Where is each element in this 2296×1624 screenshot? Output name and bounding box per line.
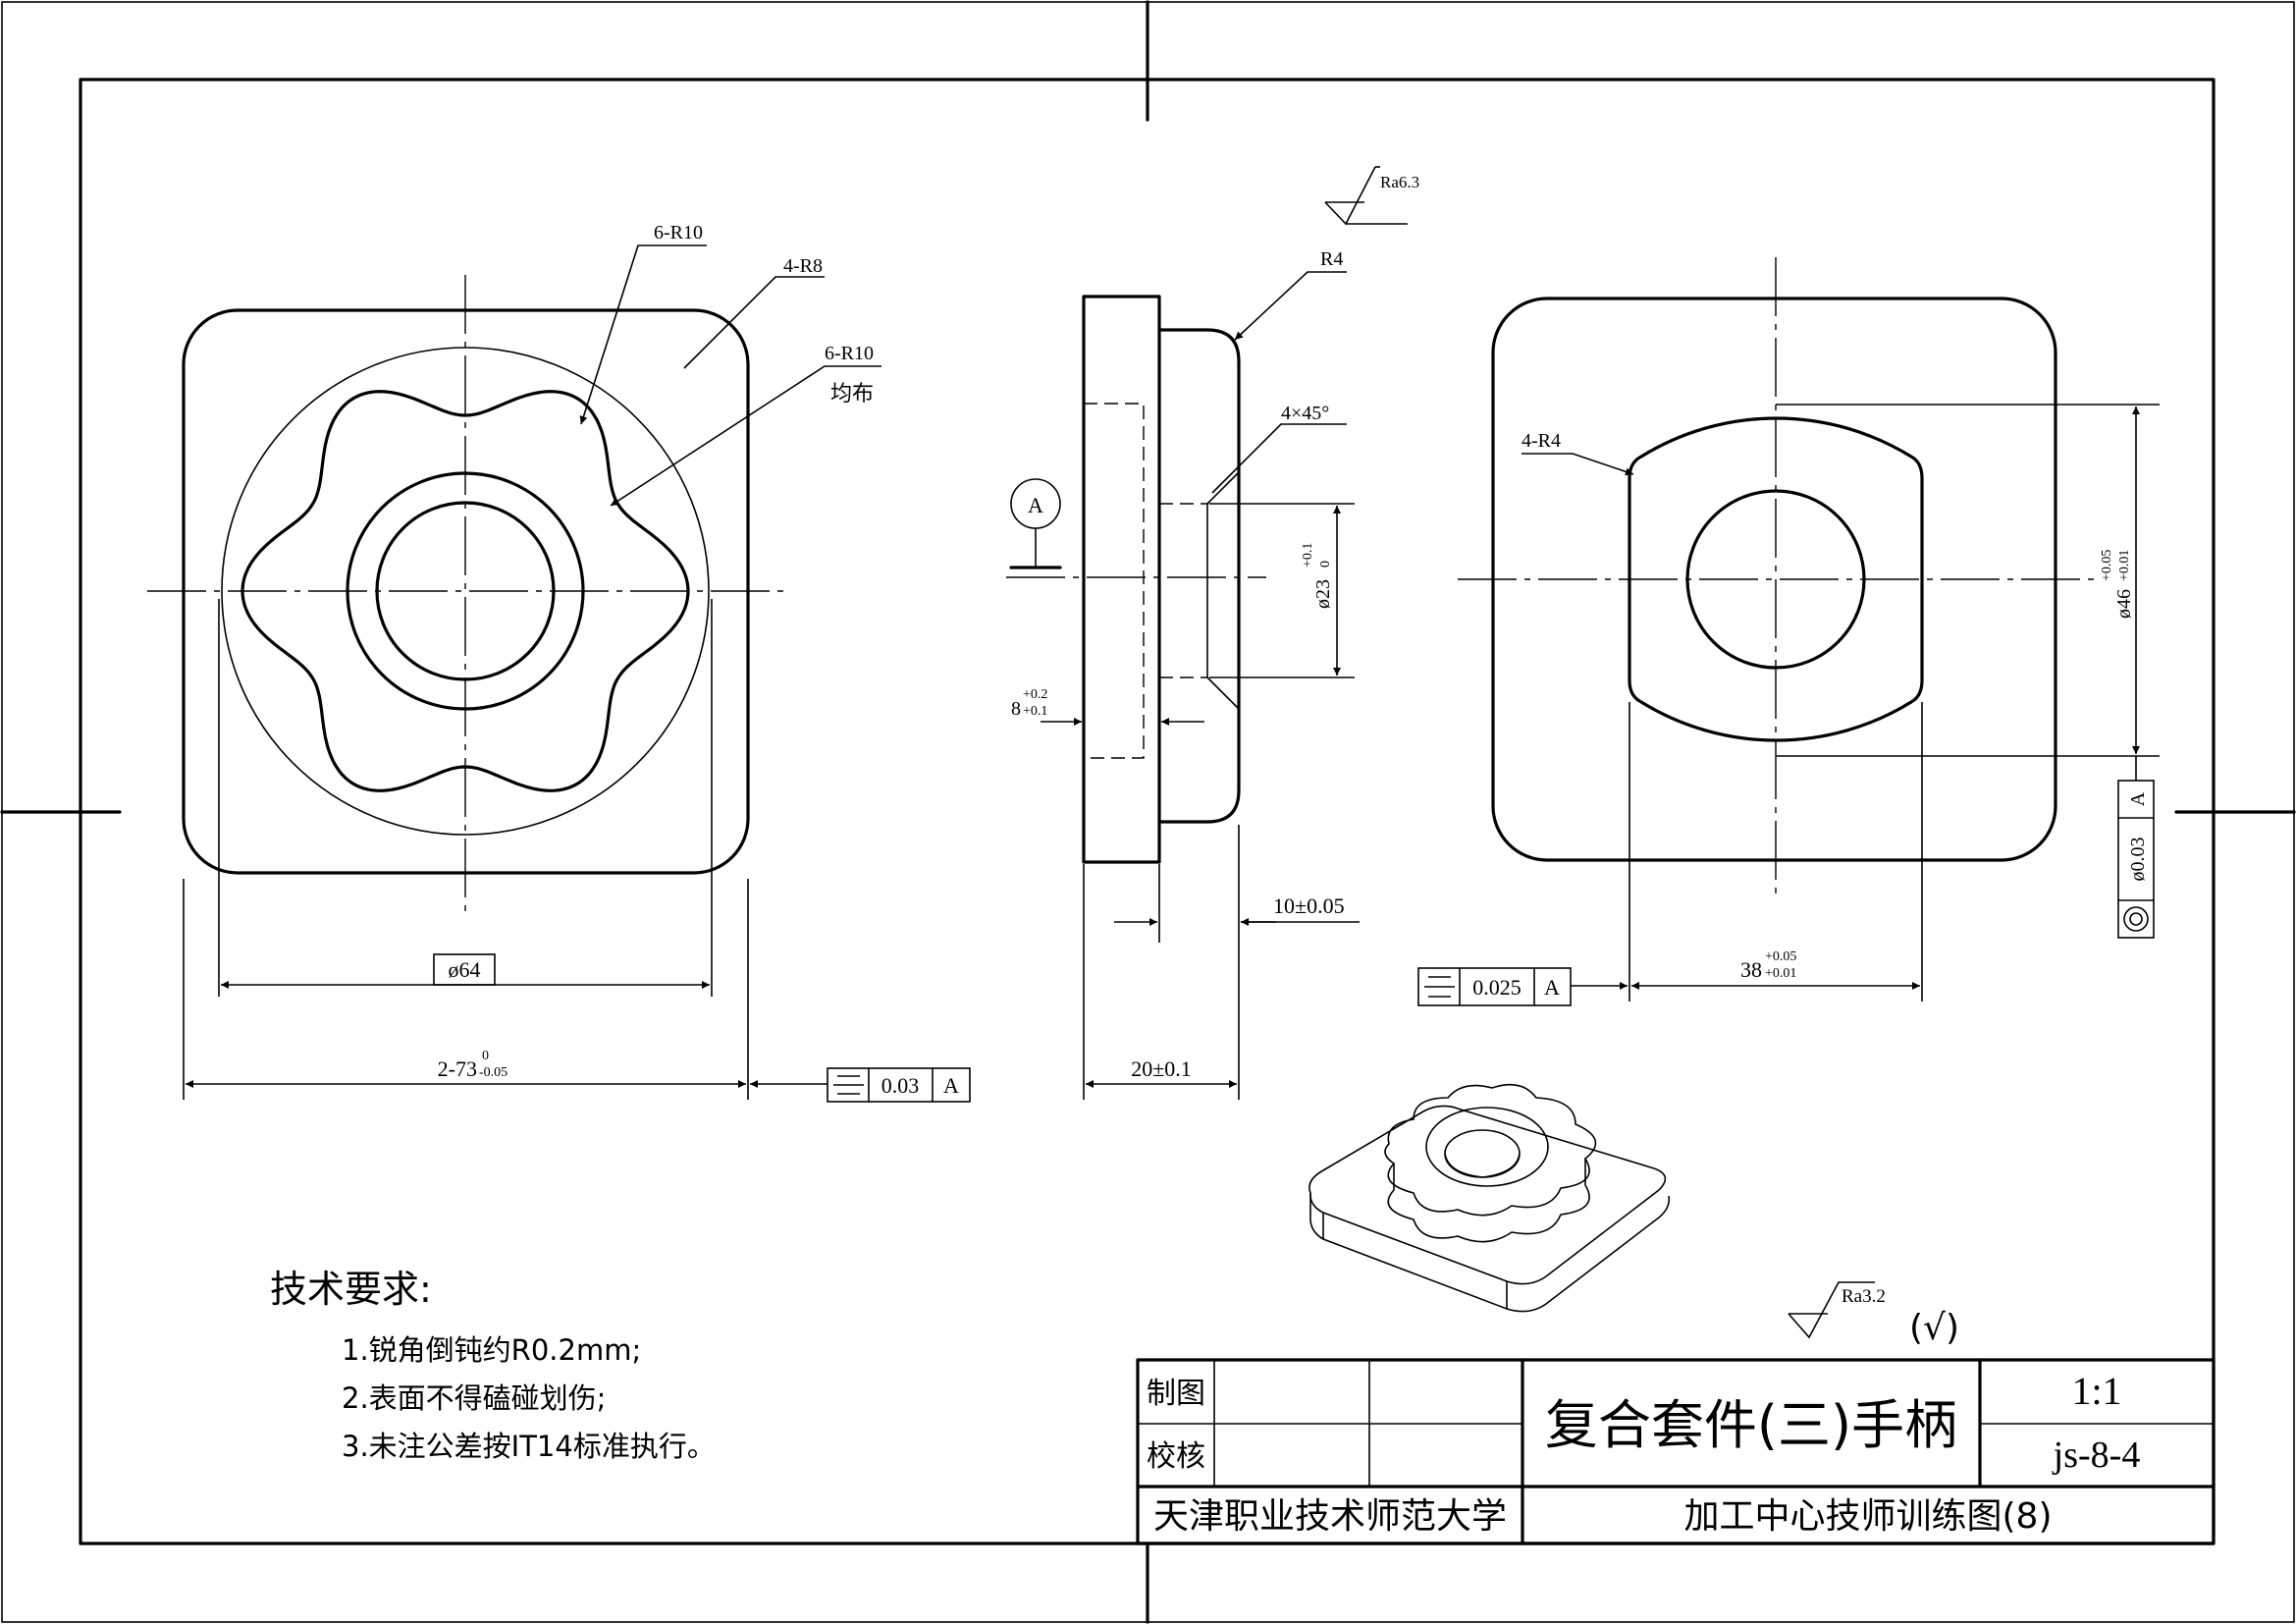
- dim-bore-upper: +0.1: [1301, 543, 1315, 568]
- back-view: 4-R4 ø46 +0.05 +0.01 ø0.03 A 38 +0.05 +0…: [1417, 257, 2160, 1006]
- dim-r4-side: R4: [1320, 248, 1343, 270]
- tech-req-item-1: 1.锐角倒钝约R0.2mm;: [342, 1333, 641, 1367]
- dim-depth-upper: +0.2: [1023, 687, 1047, 702]
- roughness-paren: (√): [1909, 1308, 1959, 1348]
- dim-flat-lower: +0.01: [1765, 966, 1796, 981]
- tech-req-title: 技术要求:: [270, 1268, 432, 1311]
- technical-requirements: 技术要求: 1.锐角倒钝约R0.2mm; 2.表面不得磕碰划伤; 3.未注公差按…: [270, 1268, 716, 1463]
- datum-symbol-a: A: [1009, 478, 1062, 569]
- tech-req-item-2: 2.表面不得磕碰划伤;: [342, 1381, 606, 1415]
- dim-6-r10-b: 6-R10: [825, 343, 874, 364]
- dim-width-73-upper: 0: [482, 1049, 489, 1063]
- fcf-conc-datum: A: [2127, 791, 2149, 806]
- label-evenly-distributed: 均布: [830, 382, 874, 406]
- fcf-back-datum: A: [1544, 975, 1560, 1000]
- dim-thickness-20: 20±0.1: [1131, 1056, 1192, 1081]
- dim-flat-upper: +0.05: [1765, 949, 1796, 964]
- symmetry-icon: [833, 1075, 864, 1095]
- dim-dia46-lower: +0.01: [2117, 550, 2132, 581]
- title-block-draw-label: 制图: [1147, 1377, 1205, 1411]
- roughness-symbol-ra6.3: Ra6.3: [1324, 166, 1419, 226]
- fcf-symmetry-front: 0.03 A: [827, 1067, 971, 1103]
- side-view: Ra6.3 R4 4×45° A ø23 +0.1 0 8 +0.2 +0.1: [1006, 166, 1419, 1100]
- datum-a-label: A: [1028, 493, 1043, 517]
- title-block-school: 天津职业技术师范大学: [1153, 1496, 1507, 1537]
- roughness-ra6.3: Ra6.3: [1380, 173, 1419, 191]
- title-block: 制图 校核 复合套件(三)手柄 1:1 js-8-4 天津职业技术师范大学 加工…: [1136, 1358, 2216, 1545]
- fcf-front-datum: A: [943, 1073, 959, 1098]
- fcf-back-tol: 0.025: [1472, 975, 1522, 1000]
- dim-dia46-upper: +0.05: [2100, 550, 2114, 581]
- basic-dim-frame: [433, 953, 496, 986]
- dim-boss-10: 10±0.05: [1273, 893, 1345, 918]
- dim-chamfer: 4×45°: [1281, 403, 1329, 424]
- fcf-front-tol: 0.03: [881, 1073, 920, 1098]
- dim-dia64: ø64: [449, 957, 481, 982]
- concentricity-icon: [2123, 906, 2149, 932]
- title-block-check-label: 校核: [1147, 1439, 1205, 1474]
- isometric-view: [1308, 1083, 1671, 1313]
- fcf-conc-tol: ø0.03: [2127, 838, 2149, 882]
- dim-width-73-lower: -0.05: [479, 1065, 507, 1080]
- tech-req-item-3: 3.未注公差按IT14标准执行。: [342, 1430, 716, 1463]
- dim-width-73: 2-73: [438, 1056, 477, 1081]
- dim-6-r10-a: 6-R10: [654, 222, 703, 244]
- general-roughness: Ra3.2 (√): [1788, 1281, 1959, 1348]
- dim-bore-23: ø23: [1312, 579, 1334, 609]
- fcf-concentricity: ø0.03 A: [2117, 780, 2155, 939]
- title-block-part-name: 复合套件(三)手柄: [1545, 1394, 1957, 1456]
- title-block-scale: 1:1: [2071, 1369, 2121, 1413]
- title-block-drawing-no: js-8-4: [2052, 1435, 2141, 1476]
- title-block-drawing-title: 加工中心技师训练图(8): [1684, 1496, 2053, 1537]
- dim-dia46: ø46: [2113, 589, 2135, 619]
- dim-depth-lower: +0.1: [1023, 704, 1047, 719]
- dim-bore-lower: 0: [1318, 561, 1333, 568]
- dim-4-r8: 4-R8: [783, 255, 823, 277]
- dim-flat-38: 38: [1740, 957, 1762, 982]
- symmetry-icon: [1424, 976, 1455, 998]
- fcf-symmetry-back: 0.025 A: [1417, 967, 1572, 1006]
- dim-depth-8: 8: [1011, 698, 1021, 720]
- dim-4-r4: 4-R4: [1522, 430, 1561, 452]
- front-view: 6-R10 4-R8 6-R10 均布 ø64 2-73 0 -0.05: [147, 222, 971, 1103]
- roughness-ra3.2: Ra3.2: [1842, 1286, 1886, 1307]
